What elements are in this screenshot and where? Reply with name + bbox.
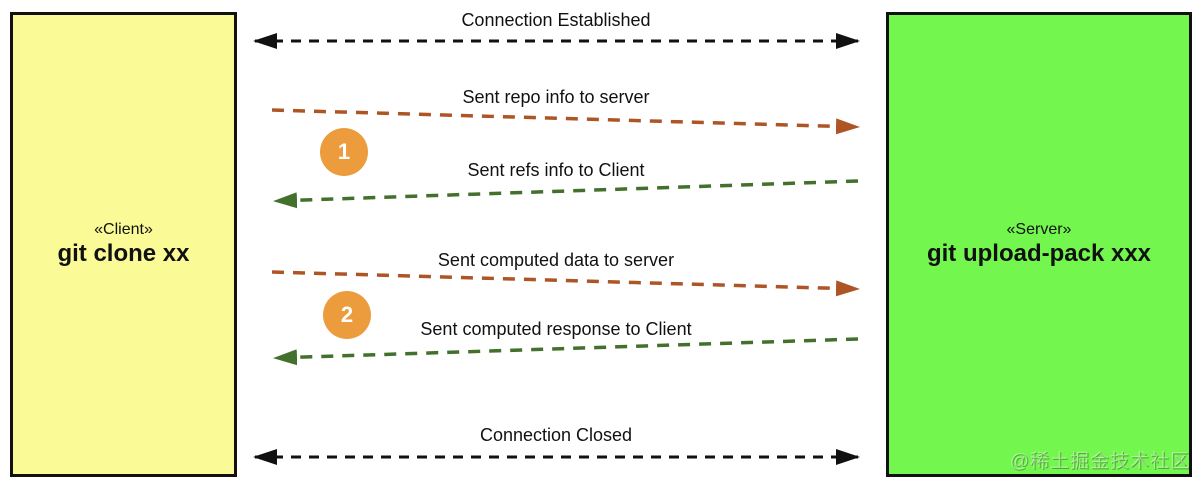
server-label: git upload-pack xxx [926, 240, 1152, 268]
client-label: git clone xx [57, 240, 190, 268]
message-label-sent-repo-info: Sent repo info to server [462, 87, 650, 107]
message-label-sent-refs-info: Sent refs info to Client [467, 160, 645, 180]
step-badge-1: 1 [320, 128, 368, 176]
message-label-sent-computed-data: Sent computed data to server [437, 250, 675, 270]
watermark-text: @稀土掘金技术社区 [1009, 451, 1190, 472]
client-stereotype: «Client» [94, 221, 153, 239]
message-label-sent-computed-response: Sent computed response to Client [420, 319, 692, 339]
step-badge-2: 2 [323, 291, 371, 339]
message-label-connection-closed: Connection Closed [479, 425, 633, 445]
arrow-sent-computed-response-to-client [273, 337, 859, 366]
client-actor-box: «Client» git clone xx [10, 12, 237, 477]
arrow-sent-repo-info-to-server [271, 108, 860, 135]
server-actor-box: «Server» git upload-pack xxx [886, 12, 1192, 477]
arrow-sent-refs-info-to-client [273, 179, 859, 209]
arrow-sent-computed-data-to-server [271, 270, 860, 297]
server-stereotype: «Server» [1006, 221, 1072, 239]
message-label-connection-established: Connection Established [461, 10, 651, 30]
